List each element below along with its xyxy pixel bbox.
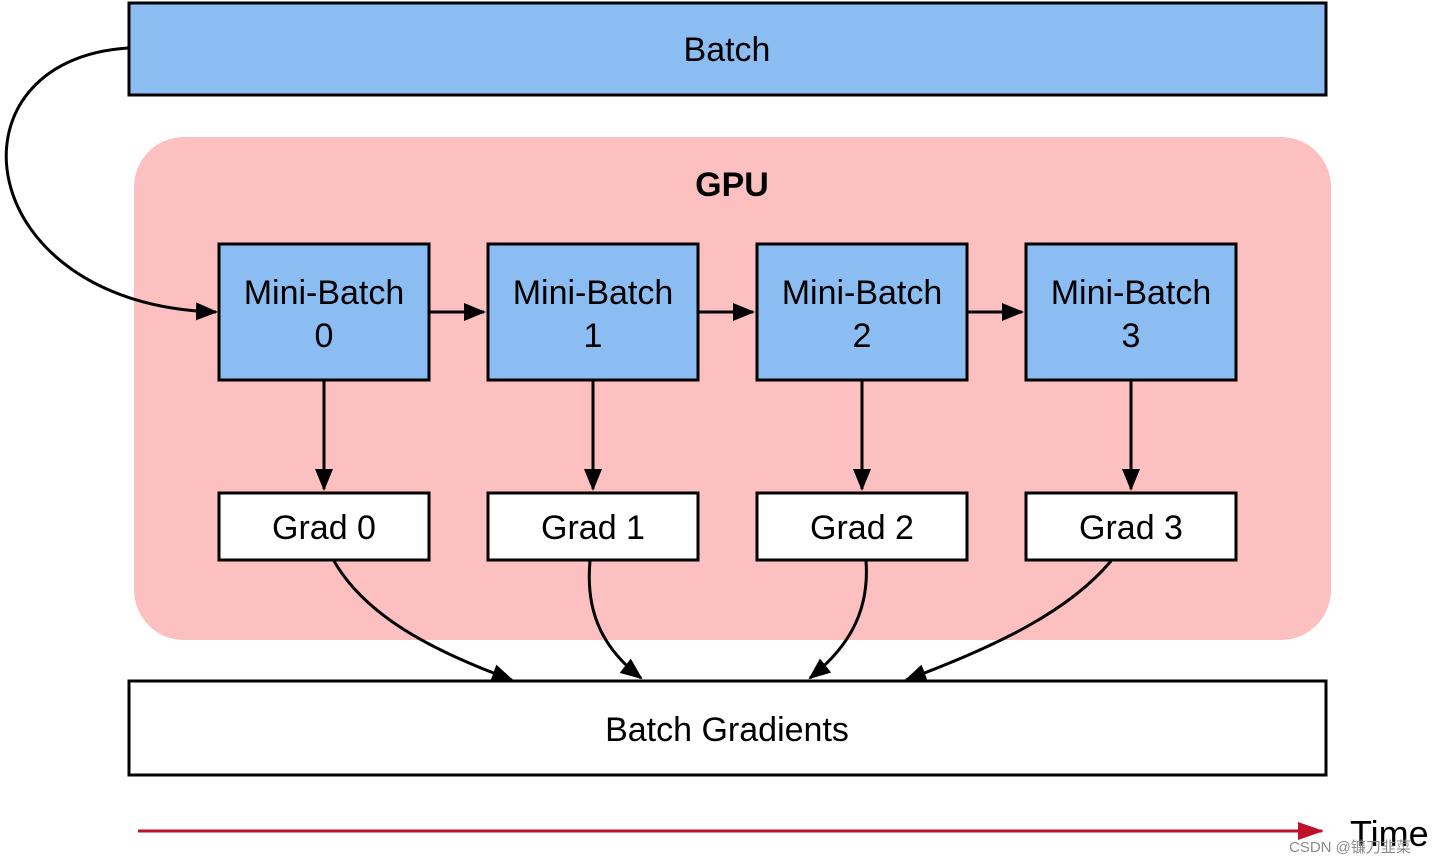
minibatch-node-2: Mini-Batch 2 [755, 242, 969, 382]
grad-3-to-batch-gradients-arrow [904, 560, 1113, 682]
watermark-text: CSDN @镰刀韭菜 [1289, 839, 1411, 856]
time-axis-label: Time [1350, 813, 1429, 854]
minibatch-label: Mini-Batch [782, 274, 943, 312]
batch-node: Batch [127, 1, 1328, 97]
gpu-container [134, 137, 1331, 640]
grad-2-to-batch-gradients-arrow [808, 560, 868, 680]
minibatch-label: Mini-Batch [1051, 274, 1212, 312]
grad-box [755, 491, 969, 562]
minibatch-node-3: Mini-Batch 3 [1024, 242, 1238, 382]
grad-box [217, 491, 431, 562]
grad-node-3: Grad 3 [1024, 491, 1238, 562]
minibatch-index: 0 [315, 317, 334, 355]
grad-node-2: Grad 2 [755, 491, 969, 562]
grad-label: Grad 1 [541, 509, 645, 547]
minibatch-node-0: Mini-Batch 0 [217, 242, 431, 382]
batch-label: Batch [684, 31, 771, 69]
grad-label: Grad 2 [810, 509, 914, 547]
grad-0-to-batch-gradients-arrow [332, 560, 514, 682]
gpu-label: GPU [695, 166, 769, 204]
grad-box [1024, 491, 1238, 562]
grad-box [486, 491, 700, 562]
grad-label: Grad 3 [1079, 509, 1183, 547]
batch-box [127, 1, 1328, 97]
minibatch-box [486, 242, 700, 382]
minibatch-label: Mini-Batch [244, 274, 405, 312]
minibatch-index: 3 [1122, 317, 1141, 355]
grad-1-to-batch-gradients-arrow [587, 560, 643, 680]
minibatch-box [1024, 242, 1238, 382]
batch-gradients-box [127, 679, 1328, 777]
grad-node-1: Grad 1 [486, 491, 700, 562]
minibatch-box [217, 242, 431, 382]
minibatch-index: 1 [584, 317, 603, 355]
grad-node-0: Grad 0 [217, 491, 431, 562]
batch-gradients-node: Batch Gradients [127, 679, 1328, 777]
batch-gradients-label: Batch Gradients [605, 711, 849, 749]
minibatch-label: Mini-Batch [513, 274, 674, 312]
minibatch-node-1: Mini-Batch 1 [486, 242, 700, 382]
minibatch-index: 2 [853, 317, 872, 355]
grad-label: Grad 0 [272, 509, 376, 547]
minibatch-box [755, 242, 969, 382]
batch-to-minibatch-arrow [4, 46, 218, 321]
